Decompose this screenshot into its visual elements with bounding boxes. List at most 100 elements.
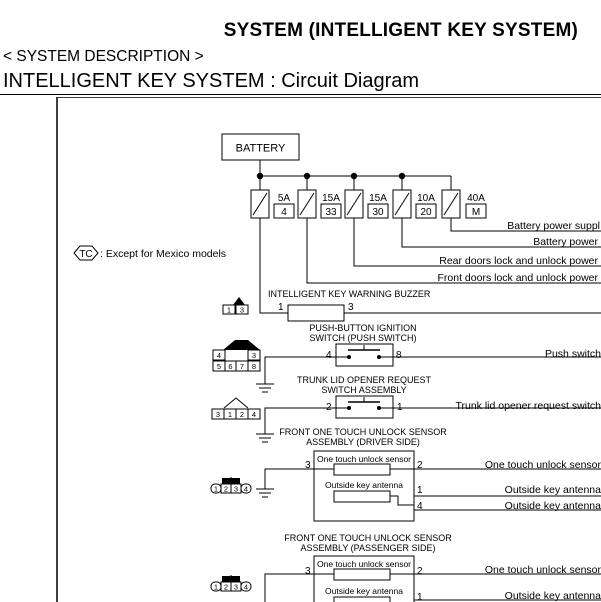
connector-pin: 2 — [240, 410, 244, 419]
fuse-10a: 10A 20 — [392, 189, 437, 219]
push-switch-title: SWITCH (PUSH SWITCH) — [310, 333, 417, 343]
sensor-pin: 1 — [417, 592, 423, 602]
power-line-label: Battery power — [533, 236, 598, 248]
sensor-label: One touch unlock sensor — [317, 454, 411, 464]
buzzer: INTELLIGENT KEY WARNING BUZZER 1 3 — [259, 218, 601, 322]
connector-pin: 1 — [214, 583, 218, 592]
fuse-number: 4 — [281, 207, 287, 218]
driver-sensor: FRONT ONE TOUCH UNLOCK SENSOR ASSEMBLY (… — [256, 427, 601, 522]
power-line-label: Front doors lock and unlock power — [438, 272, 599, 284]
buzzer-pin: 1 — [278, 302, 284, 313]
connector-pin: 4 — [217, 351, 221, 360]
connector-pin: 3 — [234, 485, 238, 494]
trunk-switch-pin: 2 — [326, 402, 332, 413]
trunk-switch-signal: Trunk lid opener request switch — [455, 400, 601, 412]
breadcrumb: < SYSTEM DESCRIPTION > — [3, 48, 204, 65]
section-title: INTELLIGENT KEY SYSTEM : Circuit Diagram — [3, 70, 420, 92]
passenger-sensor-title: FRONT ONE TOUCH UNLOCK SENSOR — [284, 533, 452, 543]
sensor-signal: Outside key antenna — [505, 500, 601, 512]
fuse-amp: 15A — [322, 193, 340, 204]
trunk-switch: TRUNK LID OPENER REQUEST SWITCH ASSEMBLY… — [256, 375, 601, 443]
power-line-label: Battery power suppl — [507, 220, 600, 232]
fuse-amp: 15A — [369, 193, 387, 204]
connector-pin: 8 — [252, 362, 256, 371]
fuse-number: M — [472, 207, 480, 218]
fuse-15a-30: 15A 30 — [344, 189, 389, 219]
connector-pin: 4 — [244, 485, 248, 494]
sensor-signal: Outside key antenna — [505, 484, 601, 496]
push-switch: PUSH-BUTTON IGNITION SWITCH (PUSH SWITCH… — [256, 323, 601, 393]
power-line-rear-doors: Rear doors lock and unlock power — [353, 218, 601, 267]
legend-tc: TC : Except for Mexico models — [73, 245, 226, 261]
push-switch-pin: 4 — [326, 350, 332, 361]
connector-pin: 3 — [252, 351, 256, 360]
page-title: SYSTEM (INTELLIGENT KEY SYSTEM) — [223, 20, 578, 41]
power-line-40a: Battery power suppl — [450, 218, 601, 232]
sensor-pin: 1 — [417, 485, 423, 496]
sensor-pin: 3 — [305, 566, 311, 577]
connector-pin: 1 — [227, 306, 231, 315]
connector-pin: 1 — [214, 485, 218, 494]
trunk-switch-title: SWITCH ASSEMBLY — [321, 385, 406, 395]
legend-text: : Except for Mexico models — [100, 248, 226, 260]
connector-pin: 4 — [244, 583, 248, 592]
passenger-sensor-connector: 1 2 3 4 — [210, 575, 252, 592]
sensor-label: One touch unlock sensor — [317, 559, 411, 569]
fuse-5a: 5A 4 — [250, 176, 295, 219]
connector-pin: 7 — [240, 362, 244, 371]
passenger-sensor-title: ASSEMBLY (PASSENGER SIDE) — [300, 543, 435, 553]
push-switch-pin: 8 — [396, 350, 402, 361]
connector-pin: 3 — [240, 306, 244, 315]
connector-pin: 1 — [228, 410, 232, 419]
push-switch-signal: Push switch — [545, 348, 601, 360]
connector-pin: 5 — [217, 362, 221, 371]
ground-symbol — [256, 433, 274, 443]
antenna-label: Outside key antenna — [325, 480, 403, 490]
sensor-pin: 3 — [305, 460, 311, 471]
sensor-pin: 2 — [417, 566, 423, 577]
buzzer-connector: 1 3 — [222, 297, 249, 315]
diagram-frame — [56, 97, 601, 602]
trunk-switch-connector: 3 1 2 4 — [211, 397, 261, 420]
antenna-label: Outside key antenna — [325, 586, 403, 596]
driver-sensor-connector: 1 2 3 4 — [210, 477, 252, 494]
push-switch-title: PUSH-BUTTON IGNITION — [309, 323, 416, 333]
driver-sensor-title: FRONT ONE TOUCH UNLOCK SENSOR — [279, 427, 447, 437]
ground-symbol — [256, 383, 274, 393]
trunk-switch-pin: 1 — [397, 402, 403, 413]
battery-label: BATTERY — [236, 143, 286, 155]
sensor-signal: Outside key antenna — [505, 590, 601, 602]
fuse-15a-33: 15A 33 — [297, 189, 342, 219]
legend-tag: TC — [79, 249, 92, 260]
power-line-10a: Battery power — [401, 218, 601, 248]
push-switch-connector: 4 3 5 6 7 8 — [212, 340, 261, 372]
sensor-signal: One touch unlock sensor — [485, 564, 601, 576]
connector-pin: 2 — [224, 583, 228, 592]
fuse-number: 33 — [325, 207, 337, 218]
title-divider — [0, 94, 601, 95]
fuse-amp: 10A — [417, 193, 435, 204]
circuit-diagram: BATTERY 5A 4 15A 33 15A 30 10A — [56, 97, 601, 602]
trunk-switch-title: TRUNK LID OPENER REQUEST — [297, 375, 432, 385]
connector-pin: 3 — [234, 583, 238, 592]
connector-pin: 3 — [216, 410, 220, 419]
buzzer-pin: 3 — [348, 302, 354, 313]
buzzer-title: INTELLIGENT KEY WARNING BUZZER — [268, 289, 431, 299]
power-line-front-doors: Front doors lock and unlock power — [306, 218, 601, 284]
fuse-40a: 40A M — [441, 189, 487, 219]
driver-sensor-title: ASSEMBLY (DRIVER SIDE) — [306, 437, 420, 447]
fuse-amp: 40A — [467, 193, 485, 204]
fuse-number: 20 — [420, 207, 432, 218]
connector-pin: 2 — [224, 485, 228, 494]
sensor-signal: One touch unlock sensor — [485, 459, 601, 471]
ground-symbol — [256, 488, 274, 498]
passenger-sensor: FRONT ONE TOUCH UNLOCK SENSOR ASSEMBLY (… — [264, 533, 601, 602]
connector-pin: 6 — [228, 362, 232, 371]
fuse-amp: 5A — [278, 193, 291, 204]
battery: BATTERY — [221, 133, 300, 161]
fuse-number: 30 — [372, 207, 384, 218]
power-line-label: Rear doors lock and unlock power — [439, 255, 598, 267]
sensor-pin: 2 — [417, 460, 423, 471]
sensor-pin: 4 — [417, 501, 423, 512]
connector-pin: 4 — [252, 410, 256, 419]
